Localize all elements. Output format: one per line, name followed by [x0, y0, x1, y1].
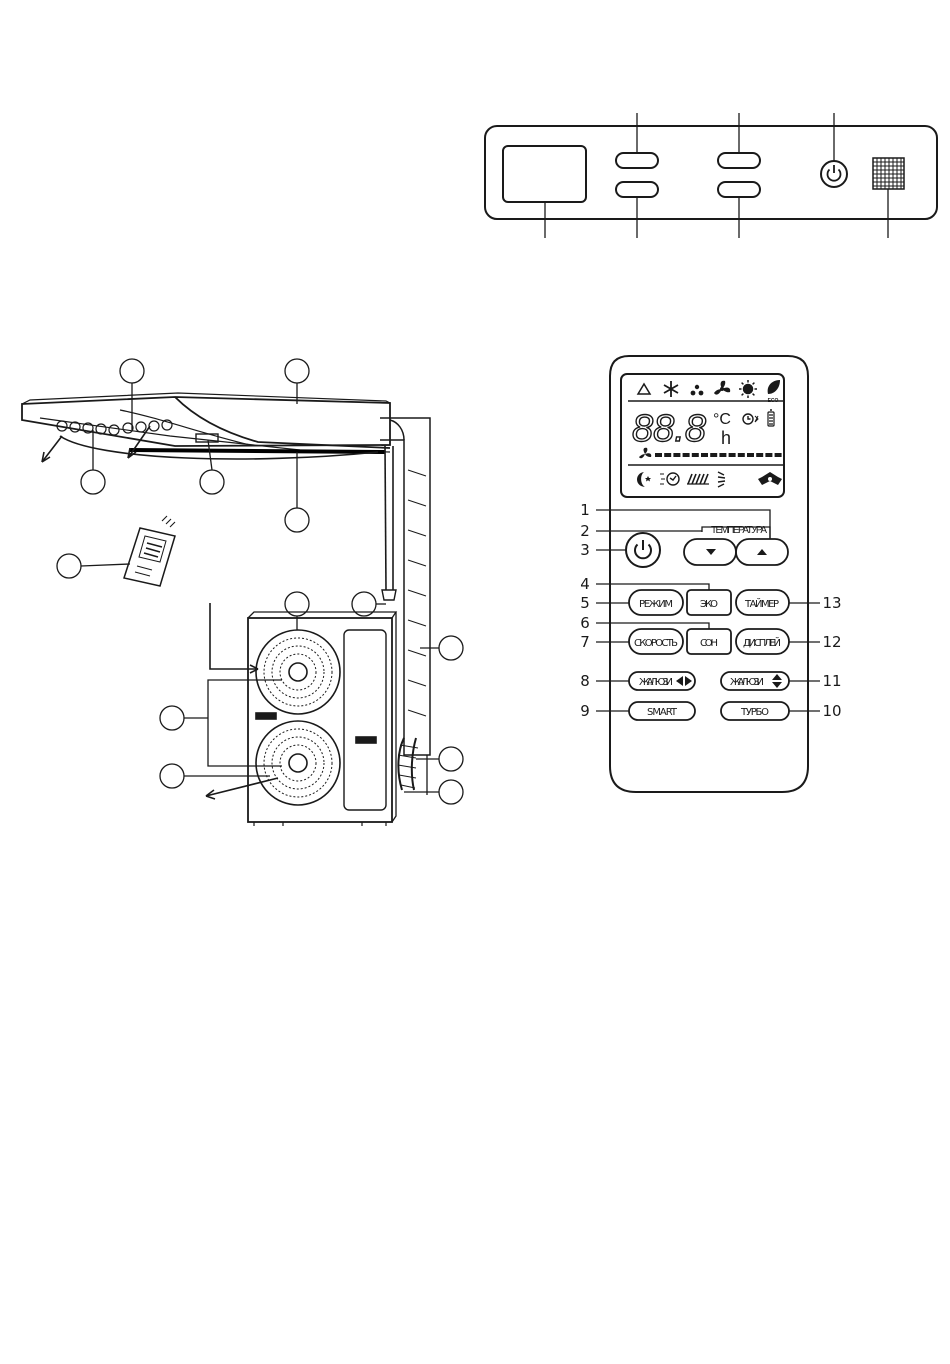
up-down-arrows-icon [772, 674, 782, 688]
receiver-grille [873, 158, 904, 189]
power-button[interactable] [626, 533, 660, 567]
power-icon [635, 540, 651, 558]
callout-number-1: 1 [580, 501, 590, 519]
lcd-hours: h [721, 428, 731, 448]
callout-number-9: 9 [580, 702, 590, 720]
triangle-down-icon [706, 549, 716, 555]
indicator-led [616, 182, 658, 197]
refrigerant-pipe-bundle [380, 418, 430, 795]
callout-number-5: 5 [580, 594, 590, 612]
callout-circle [120, 359, 144, 383]
battery-icon [768, 410, 774, 426]
turbo-button-label: ТУРБО [740, 707, 769, 718]
turbo-icon [758, 472, 782, 485]
lcd-digits: 88.8 [632, 408, 706, 450]
indicator-led [718, 182, 760, 197]
callout-number-11: 11 [822, 672, 841, 690]
mode-button-label: РЕЖИМ [639, 599, 673, 610]
callout-number-6: 6 [580, 614, 590, 632]
eco-button-label: ЭКО [700, 599, 718, 610]
dry-mode-icon [691, 385, 704, 396]
callout-circle [57, 554, 81, 578]
temperature-label: ТЕМПЕРАТУРА [711, 525, 767, 536]
triangle-up-icon [757, 549, 767, 555]
callout-number-2: 2 [580, 522, 590, 540]
louver-vertical-label: ЖАЛЮЗИ [730, 677, 764, 688]
indicator-led [718, 153, 760, 168]
callout-circle [439, 780, 463, 804]
timer-icon [660, 473, 679, 485]
callout-circle [439, 747, 463, 771]
indoor-control-panel [485, 113, 937, 238]
callout-number-8: 8 [580, 672, 590, 690]
callout-number-12: 12 [822, 633, 841, 651]
indoor-ceiling-unit [22, 393, 396, 600]
louver-horizontal-label: ЖАЛЮЗИ [639, 677, 673, 688]
left-right-arrows-icon [676, 676, 692, 686]
auto-mode-icon [638, 384, 650, 394]
callout-circle [439, 636, 463, 660]
fan-mode-icon [714, 381, 730, 395]
swing-icon [687, 474, 709, 484]
clock-icon [743, 414, 758, 424]
indicator-led [616, 153, 658, 168]
sleep-icon [637, 472, 651, 487]
airflow-icon [718, 472, 725, 487]
callout-circle [81, 470, 105, 494]
smart-button-label: SMART [647, 707, 678, 718]
cool-mode-icon [664, 381, 678, 397]
remote-lcd: ECO 88.8 °C h [621, 374, 784, 497]
display-button-label: ДИСПЛЕЙ [743, 636, 781, 649]
display-window [503, 146, 586, 202]
speed-button-label: СКОРОСТЬ [634, 638, 678, 649]
callout-circle [160, 706, 184, 730]
callout-number-7: 7 [580, 633, 590, 651]
sleep-button-label: СОН [700, 638, 718, 649]
panel-body [485, 126, 937, 219]
part-callouts [57, 359, 463, 804]
remote-control: ECO 88.8 °C h [580, 356, 841, 792]
small-remote-illustration [124, 516, 175, 586]
callout-number-10: 10 [822, 702, 841, 720]
callout-number-4: 4 [580, 575, 590, 593]
power-icon [821, 161, 847, 187]
timer-button-label: ТАЙМЕР [744, 597, 779, 610]
lcd-celsius: °C [713, 411, 731, 428]
fan-grille-top [256, 630, 340, 714]
callout-circle [160, 764, 184, 788]
callout-circle [285, 359, 309, 383]
callout-circle [285, 508, 309, 532]
outdoor-unit [206, 603, 396, 826]
heat-mode-icon [739, 380, 757, 398]
callout-circle [200, 470, 224, 494]
callout-number-13: 13 [822, 594, 841, 612]
fan-grille-bottom [256, 721, 340, 805]
callout-number-3: 3 [580, 541, 590, 559]
